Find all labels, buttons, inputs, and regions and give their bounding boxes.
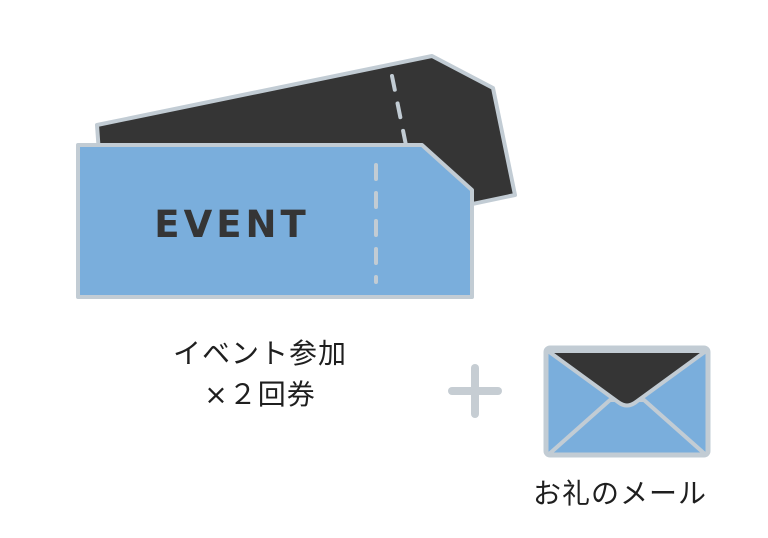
ticket-caption-line1: イベント参加 bbox=[172, 337, 347, 370]
ticket-caption: イベント参加 ×２回券 bbox=[140, 334, 380, 415]
envelope-icon bbox=[543, 345, 711, 458]
mail-caption: お礼のメール bbox=[500, 474, 740, 515]
mail-caption-text: お礼のメール bbox=[532, 477, 707, 510]
ticket-label: EVENT bbox=[154, 203, 309, 246]
plus-icon bbox=[448, 364, 502, 418]
ticket-icon: EVENT bbox=[76, 54, 517, 299]
back-ticket-perforation bbox=[390, 74, 412, 167]
front-ticket bbox=[76, 143, 474, 299]
ticket-caption-line2: ×２回券 bbox=[204, 377, 316, 411]
